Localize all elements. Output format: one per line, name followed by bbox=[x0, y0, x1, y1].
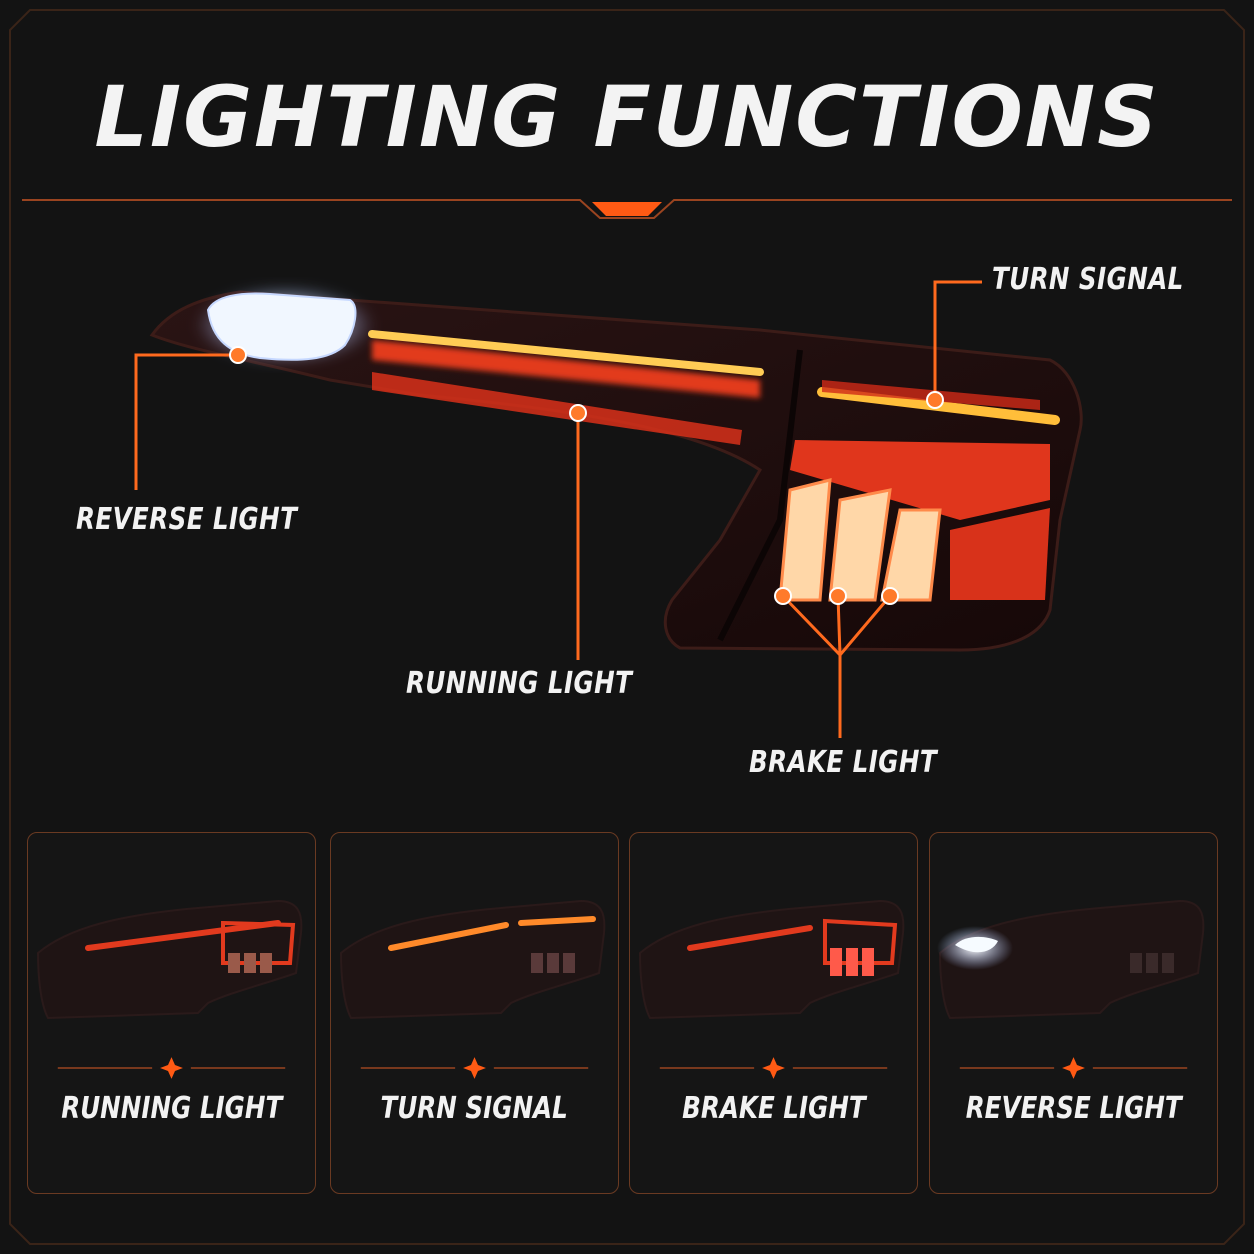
divider-star-icon bbox=[659, 1057, 888, 1079]
tail-block-lower bbox=[950, 508, 1050, 600]
callout-brake-light: BRAKE LIGHT bbox=[749, 745, 938, 780]
card-reverse-light: REVERSE LIGHT bbox=[929, 832, 1218, 1194]
title-underline bbox=[22, 199, 1232, 219]
tail-block-upper bbox=[790, 440, 1050, 520]
hero-taillight bbox=[134, 280, 1083, 738]
page-title: LIGHTING FUNCTIONS bbox=[94, 68, 1160, 166]
running-bar-upper bbox=[372, 340, 760, 398]
callout-turn-signal: TURN SIGNAL bbox=[992, 262, 1184, 297]
callout-running-light: RUNNING LIGHT bbox=[406, 666, 633, 701]
card-brake-light: BRAKE LIGHT bbox=[629, 832, 918, 1194]
card-label: REVERSE LIGHT bbox=[965, 1091, 1182, 1126]
divider-star-icon bbox=[57, 1057, 286, 1079]
running-lamp-image bbox=[36, 899, 303, 1020]
card-label: RUNNING LIGHT bbox=[61, 1091, 282, 1126]
card-label: TURN SIGNAL bbox=[380, 1091, 569, 1126]
turn-lamp-image bbox=[339, 899, 606, 1020]
divider-star-icon bbox=[959, 1057, 1188, 1079]
card-label: BRAKE LIGHT bbox=[681, 1091, 866, 1126]
running-bar-lower bbox=[372, 372, 742, 445]
title-notch-icon bbox=[592, 202, 662, 216]
brake-lamp-image bbox=[638, 899, 905, 1020]
card-running-light: RUNNING LIGHT bbox=[27, 832, 316, 1194]
callout-reverse-light: REVERSE LIGHT bbox=[76, 502, 298, 537]
card-turn-signal: TURN SIGNAL bbox=[330, 832, 619, 1194]
divider-star-icon bbox=[360, 1057, 589, 1079]
reverse-lamp-image bbox=[937, 899, 1205, 1020]
callout-lines bbox=[134, 280, 982, 738]
brake-elements bbox=[778, 478, 942, 602]
callout-dots bbox=[229, 346, 944, 605]
